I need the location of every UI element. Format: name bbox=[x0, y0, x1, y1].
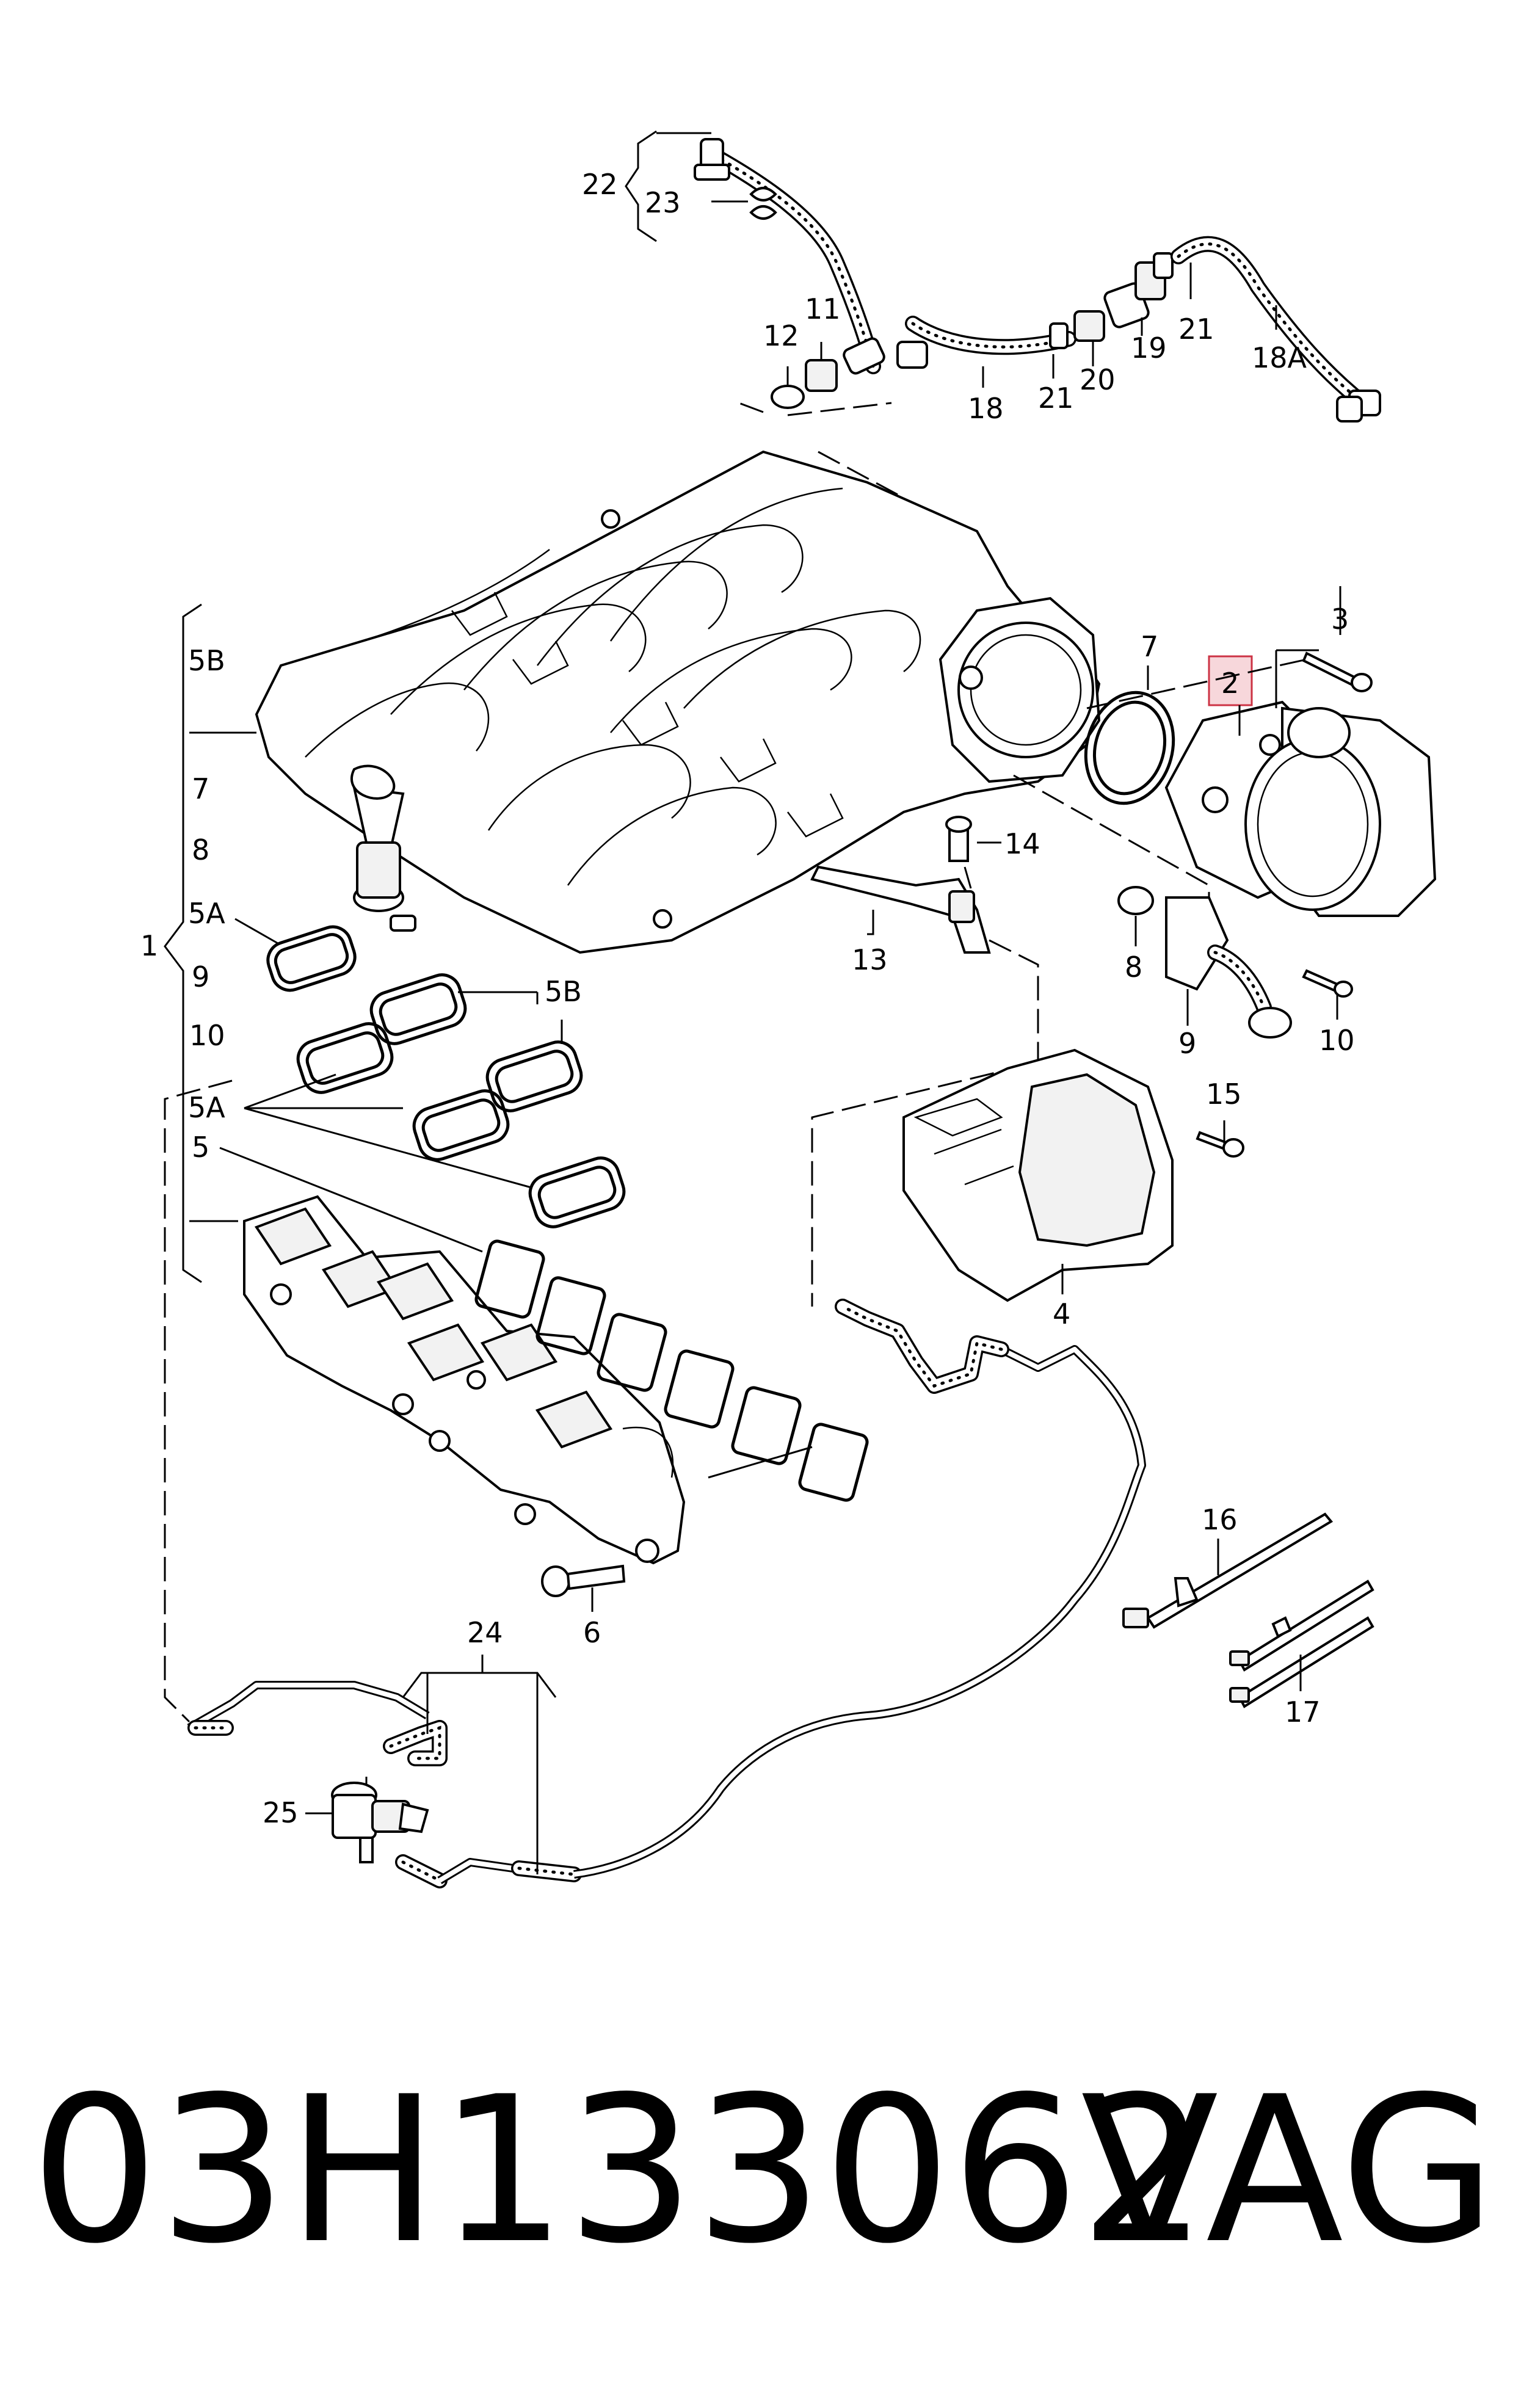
throttle-body-group bbox=[1013, 586, 1437, 1039]
callout-15: 15 bbox=[1206, 1078, 1242, 1111]
callout-21-left: 21 bbox=[1038, 382, 1074, 415]
callout-5a-left: 5A bbox=[188, 897, 225, 930]
breather-hose-assembly bbox=[625, 130, 1381, 496]
callout-20: 20 bbox=[1080, 363, 1116, 396]
callout-9-right: 9 bbox=[1178, 1027, 1196, 1060]
callout-25: 25 bbox=[263, 1796, 299, 1829]
vacuum-line-group bbox=[164, 1079, 1146, 1888]
heat-shield-group bbox=[902, 1048, 1244, 1302]
callout-5: 5 bbox=[192, 1131, 209, 1164]
intake-manifold-lower bbox=[189, 1147, 869, 1612]
bracket-1-lines bbox=[164, 603, 256, 1283]
callout-7-right: 7 bbox=[1141, 630, 1158, 663]
callout-10-right: 10 bbox=[1319, 1024, 1355, 1057]
callout-21-right: 21 bbox=[1178, 313, 1214, 346]
callout-3: 3 bbox=[1331, 603, 1349, 636]
part-number: 03H133062 bbox=[31, 2053, 1208, 2288]
callout-5b-top: 5B bbox=[188, 644, 225, 677]
gasket-group bbox=[234, 918, 626, 1228]
callout-6: 6 bbox=[583, 1616, 601, 1649]
callout-13: 13 bbox=[852, 943, 888, 976]
callout-8-left: 8 bbox=[192, 833, 209, 866]
callout-24: 24 bbox=[467, 1616, 503, 1649]
callout-9-left: 9 bbox=[192, 960, 209, 993]
cable-ties-group bbox=[1122, 1512, 1374, 1708]
callout-22: 22 bbox=[582, 168, 618, 201]
callout-16: 16 bbox=[1202, 1503, 1238, 1536]
callout-labels: 22 23 11 12 18 21 20 19 21 18A 5B 7 8 5A… bbox=[140, 168, 1355, 1829]
callout-10-left: 10 bbox=[189, 1019, 225, 1052]
callout-1: 1 bbox=[140, 929, 158, 962]
callout-8-right: 8 bbox=[1125, 951, 1142, 984]
callout-23: 23 bbox=[645, 186, 681, 219]
callout-12: 12 bbox=[763, 319, 799, 352]
callout-7-left: 7 bbox=[192, 772, 209, 805]
manifold-gasket-chain bbox=[474, 1239, 869, 1502]
callout-18a: 18A bbox=[1252, 341, 1307, 374]
callout-11: 11 bbox=[805, 292, 841, 325]
callout-14: 14 bbox=[1004, 827, 1040, 860]
callout-18: 18 bbox=[968, 392, 1004, 425]
brand-label: VAG bbox=[1081, 2053, 1497, 2288]
intake-manifold-upper bbox=[255, 450, 1101, 954]
callout-2: 2 bbox=[1221, 667, 1239, 700]
callout-4: 4 bbox=[1053, 1297, 1070, 1330]
callout-5a-mid: 5A bbox=[188, 1091, 225, 1124]
callout-5b-right: 5B bbox=[545, 975, 582, 1008]
callout-19: 19 bbox=[1131, 332, 1167, 364]
callout-17: 17 bbox=[1285, 1695, 1321, 1728]
